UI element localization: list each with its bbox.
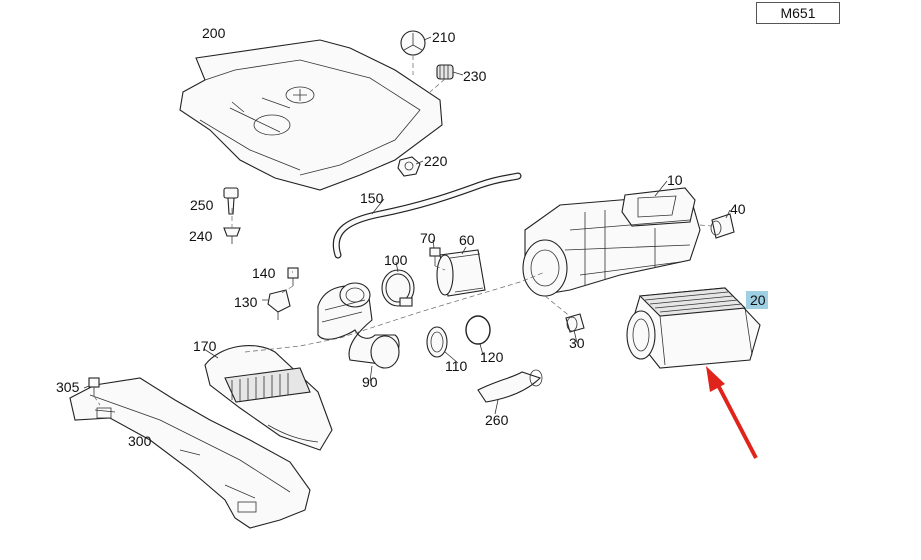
label-230: 230 xyxy=(463,68,487,84)
grommet-part xyxy=(436,64,454,80)
label-140: 140 xyxy=(252,265,276,281)
label-10: 10 xyxy=(667,172,683,188)
intake-snorkel-part xyxy=(204,345,333,451)
label-30: 30 xyxy=(569,335,585,351)
part-labels: 200 210 230 220 150 250 240 10 40 70 60 … xyxy=(56,25,766,449)
arrow-head xyxy=(706,366,725,392)
hose-part xyxy=(332,172,522,259)
bolt-small-part xyxy=(287,267,299,286)
label-170: 170 xyxy=(193,338,217,354)
label-110: 110 xyxy=(445,358,468,374)
intake-duct-part xyxy=(317,282,400,369)
label-300: 300 xyxy=(128,433,152,449)
filter-housing-part xyxy=(522,187,701,297)
label-220: 220 xyxy=(424,153,448,169)
arrow-shaft xyxy=(716,384,758,459)
label-150: 150 xyxy=(360,190,384,206)
label-130: 130 xyxy=(234,294,258,310)
label-305: 305 xyxy=(56,379,80,395)
seal-ring-part xyxy=(710,213,735,239)
label-40: 40 xyxy=(730,201,746,217)
pipe-part xyxy=(477,369,543,403)
nut-part xyxy=(397,156,421,177)
label-120: 120 xyxy=(480,349,504,365)
label-20: 20 xyxy=(750,292,766,308)
diagram-code: M651 xyxy=(780,5,816,21)
label-200: 200 xyxy=(202,25,226,41)
emblem-star-part xyxy=(400,30,426,56)
air-flow-sensor-part xyxy=(436,249,486,297)
label-240: 240 xyxy=(189,228,213,244)
cowl-panel-part xyxy=(69,377,311,529)
push-clip-part xyxy=(88,377,100,396)
assembly-lines xyxy=(93,55,713,406)
pressure-sensor-part xyxy=(267,289,291,320)
leader-lines xyxy=(83,36,731,415)
label-210: 210 xyxy=(432,29,456,45)
clip-part xyxy=(223,227,241,244)
label-70: 70 xyxy=(420,230,436,246)
sleeve-part xyxy=(565,313,585,333)
label-60: 60 xyxy=(459,232,475,248)
highlight-box-20 xyxy=(746,291,768,309)
hose-clamp-part xyxy=(465,315,491,345)
label-90: 90 xyxy=(362,374,378,390)
diagram-code-box: M651 xyxy=(756,2,840,24)
clamp-part xyxy=(381,269,415,307)
air-filter-element-part xyxy=(626,287,761,369)
engine-cover-part xyxy=(179,39,443,191)
screw-part xyxy=(429,247,441,266)
coupling-part xyxy=(426,326,448,358)
label-250: 250 xyxy=(190,197,214,213)
label-100: 100 xyxy=(384,252,408,268)
bolt-part xyxy=(223,187,239,215)
label-260: 260 xyxy=(485,412,509,428)
pointer-arrow xyxy=(706,366,758,459)
